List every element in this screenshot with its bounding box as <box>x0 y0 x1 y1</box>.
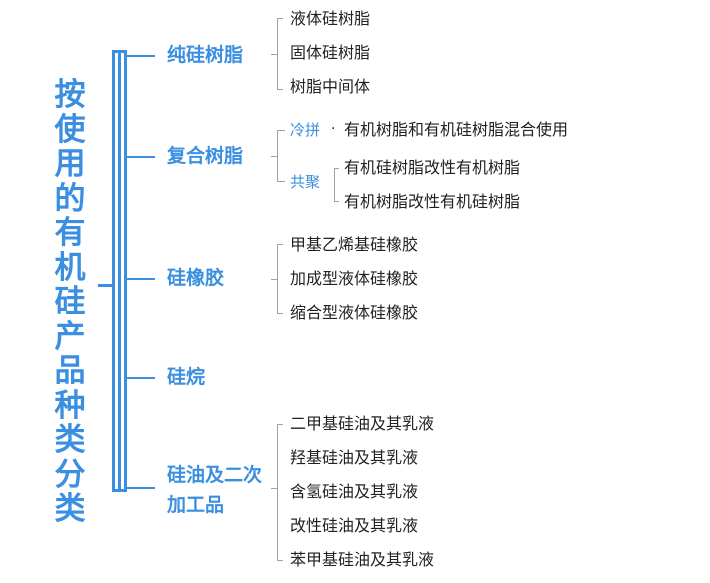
list-item: 羟基硅油及其乳液 <box>290 448 419 467</box>
category-label: 硅油及二次加工品 <box>167 464 263 516</box>
list-item: 甲基乙烯基硅橡胶 <box>290 235 419 254</box>
root-title: 按使用的有机硅产品种类分类 <box>54 77 86 527</box>
category-label: 硅烷 <box>167 366 206 388</box>
list-item: 有机硅树脂改性有机树脂 <box>344 158 521 177</box>
category-label: 复合树脂 <box>167 145 244 167</box>
separator-dot: · <box>331 121 336 137</box>
list-item: 固体硅树脂 <box>290 43 371 62</box>
list-item: 树脂中间体 <box>290 77 371 96</box>
list-item: 有机树脂和有机硅树脂混合使用 <box>344 120 569 139</box>
list-item: 缩合型液体硅橡胶 <box>290 303 419 322</box>
list-item: 液体硅树脂 <box>290 9 371 28</box>
list-item: 有机树脂改性有机硅树脂 <box>344 192 521 211</box>
category-label: 纯硅树脂 <box>167 44 244 66</box>
list-item: 二甲基硅油及其乳液 <box>290 414 435 433</box>
list-item: 苯甲基硅油及其乳液 <box>290 550 435 569</box>
category-label: 硅橡胶 <box>167 267 225 289</box>
cold-blend-label: 冷拼 <box>290 121 321 139</box>
copolymer-label: 共聚 <box>290 173 321 191</box>
list-item: 含氢硅油及其乳液 <box>290 482 419 501</box>
list-item: 加成型液体硅橡胶 <box>290 269 419 288</box>
list-item: 改性硅油及其乳液 <box>290 516 419 535</box>
